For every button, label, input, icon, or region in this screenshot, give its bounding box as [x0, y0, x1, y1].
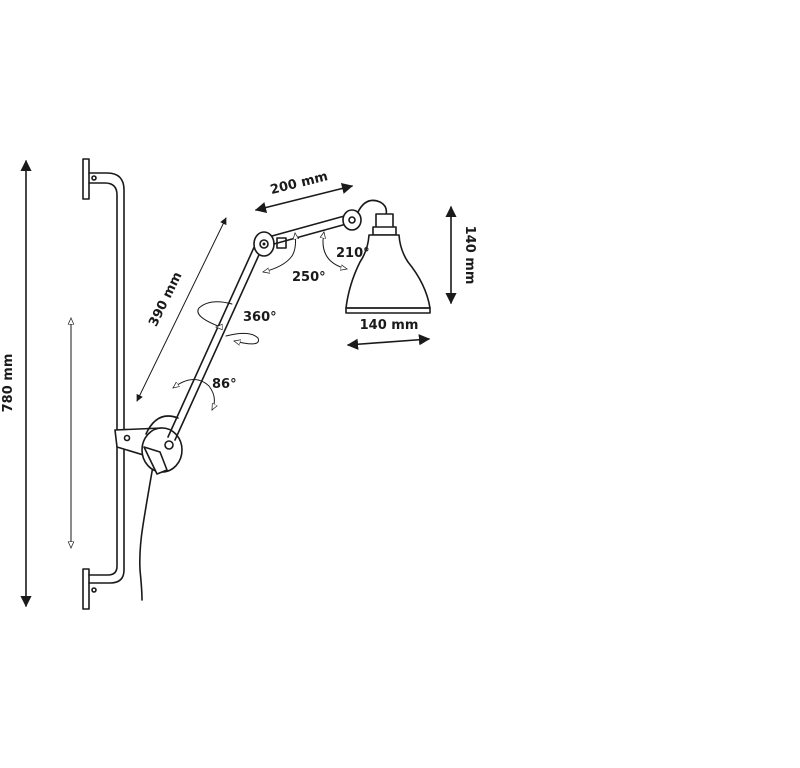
- dimension-shade-height: 140 mm: [445, 205, 477, 305]
- arm-lower-label: 390 mm: [146, 270, 185, 329]
- lamp-shade: [345, 213, 431, 314]
- lower-arm: [167, 242, 264, 441]
- dimension-arm-lower: 390 mm: [136, 217, 227, 402]
- angle-elbow: 250°: [263, 233, 326, 285]
- dimension-shade-width: 140 mm: [346, 318, 431, 350]
- base-tilt-label: 86°: [212, 377, 237, 392]
- shade-height-label: 140 mm: [462, 226, 477, 285]
- angle-head: 210°: [323, 232, 370, 269]
- head-joint: [342, 199, 388, 231]
- angle-base-tilt: 86°: [173, 377, 237, 410]
- total-height-label: 780 mm: [1, 354, 16, 413]
- shade-width-label: 140 mm: [360, 318, 419, 333]
- elbow-angle-label: 250°: [292, 270, 326, 285]
- elbow-joint: [253, 231, 287, 257]
- rail-clamp: [114, 415, 183, 475]
- head-angle-label: 210°: [336, 246, 370, 261]
- arm-rotation-label: 360°: [243, 310, 277, 325]
- angle-arm-rotation: 360°: [197, 301, 277, 344]
- wall-rail: [82, 158, 125, 610]
- power-cord: [139, 465, 154, 601]
- dimension-arm-upper: 200 mm: [254, 169, 354, 213]
- lamp-illustration: [82, 158, 431, 610]
- dimension-total-height: 780 mm: [1, 159, 32, 608]
